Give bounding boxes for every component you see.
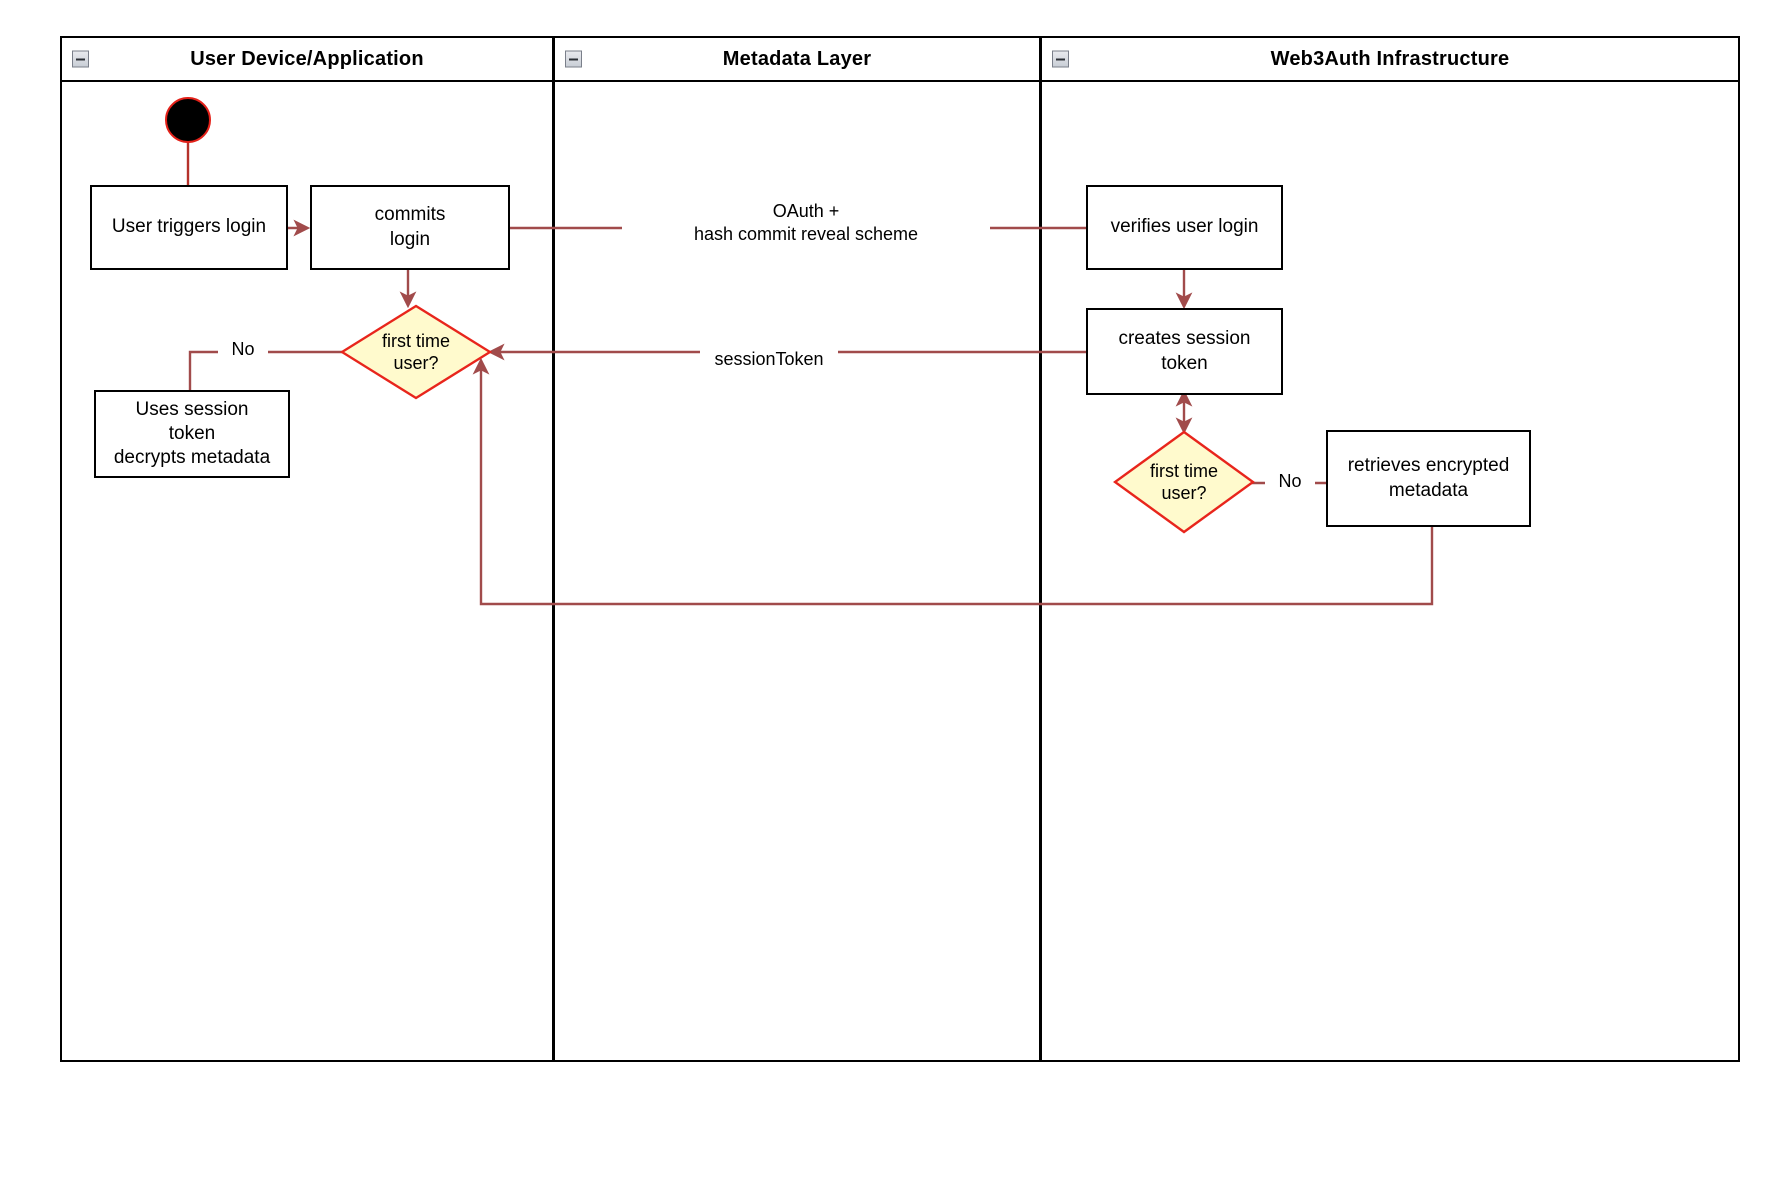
node-commits-login[interactable]: commits login — [310, 185, 510, 270]
node-verifies-user-login[interactable]: verifies user login — [1086, 185, 1283, 270]
node-retrieves-encrypted-metadata[interactable]: retrieves encrypted metadata — [1326, 430, 1531, 527]
lane-title-metadata-layer: Metadata Layer — [722, 47, 872, 70]
edge-label-session-token: sessionToken — [700, 348, 838, 372]
edge-label-no-right: No — [1265, 470, 1315, 494]
collapse-minus-icon[interactable] — [72, 50, 89, 68]
edge-label-no-left: No — [218, 338, 268, 362]
node-uses-session-token[interactable]: Uses session token decrypts metadata — [94, 390, 290, 478]
lane-title-user-device: User Device/Application — [190, 47, 424, 70]
lane-header-user-device[interactable]: User Device/Application — [60, 36, 554, 82]
lane-header-web3auth[interactable]: Web3Auth Infrastructure — [1040, 36, 1740, 82]
decision-first-time-user-right[interactable]: first time user? — [1113, 430, 1255, 534]
initial-node — [165, 97, 211, 143]
lane-header-metadata-layer[interactable]: Metadata Layer — [553, 36, 1041, 82]
node-creates-session-token[interactable]: creates session token — [1086, 308, 1283, 395]
node-user-triggers-login[interactable]: User triggers login — [90, 185, 288, 270]
lane-body-metadata-layer — [553, 36, 1041, 1062]
collapse-minus-icon[interactable] — [565, 50, 582, 68]
decision-first-time-user-left[interactable]: first time user? — [340, 304, 492, 400]
lane-title-web3auth: Web3Auth Infrastructure — [1270, 47, 1510, 70]
edge-label-oauth: OAuth + hash commit reveal scheme — [622, 200, 990, 247]
collapse-minus-icon[interactable] — [1052, 50, 1069, 68]
